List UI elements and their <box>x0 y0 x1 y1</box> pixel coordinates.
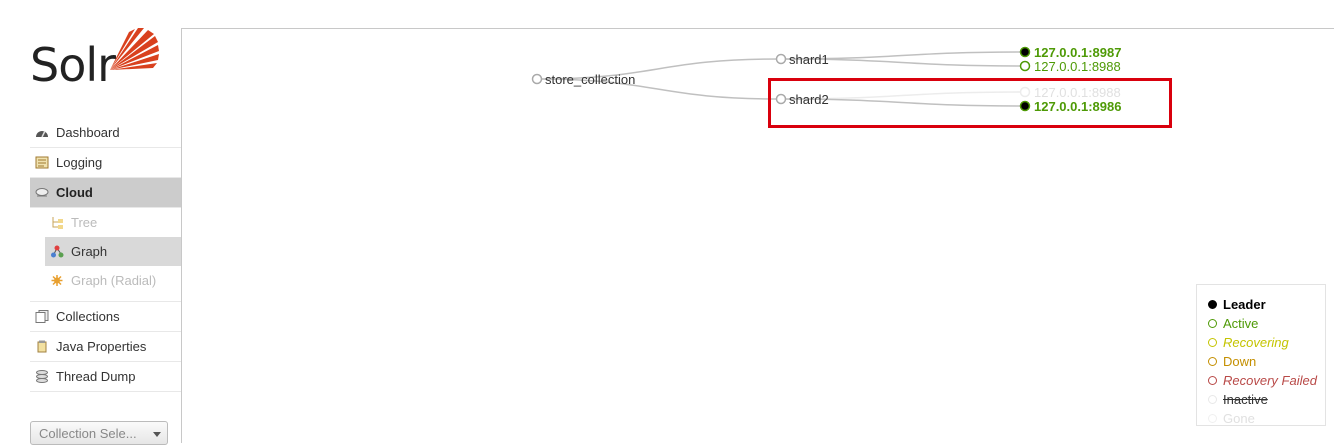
node-replica-leader[interactable]: 127.0.0.1:8986 <box>1019 99 1122 114</box>
tree-icon <box>52 217 63 229</box>
subnav-item-graph-radial[interactable]: Graph (Radial) <box>45 266 181 295</box>
recovering-dot-icon <box>1208 338 1217 347</box>
dashboard-icon <box>36 130 48 138</box>
nav-label-logging: Logging <box>56 155 103 170</box>
node-circle <box>1019 100 1031 112</box>
node-shard1-label: shard1 <box>789 52 829 67</box>
node-replica-active[interactable]: 127.0.0.1:8988 <box>1019 59 1121 74</box>
legend-label: Leader <box>1223 297 1266 312</box>
nav-item-dashboard[interactable]: Dashboard <box>30 118 181 148</box>
recovery-failed-dot-icon <box>1208 376 1217 385</box>
graph-radial-icon <box>51 275 63 286</box>
legend-item-inactive: Inactive <box>1207 390 1268 409</box>
cloud-icon <box>35 188 49 197</box>
node-replica-label: 127.0.0.1:8986 <box>1034 99 1121 114</box>
legend-item-down: Down <box>1207 352 1256 371</box>
collection-selector-text: Collection Sele... <box>39 426 137 441</box>
node-circle <box>775 53 787 65</box>
thread-dump-icon <box>36 370 48 383</box>
highlight-box <box>768 78 1172 128</box>
node-replica-label: 127.0.0.1:8987 <box>1034 45 1121 60</box>
legend-item-active: Active <box>1207 314 1258 333</box>
node-shard2[interactable]: shard2 <box>775 92 829 107</box>
node-circle <box>1019 46 1031 58</box>
inactive-dot-icon <box>1208 395 1217 404</box>
subnav-label-graph-radial: Graph (Radial) <box>71 273 157 288</box>
main-nav: Dashboard Logging Cloud Tree <box>30 118 181 392</box>
nav-label-cloud: Cloud <box>56 185 93 200</box>
node-replica-label: 127.0.0.1:8988 <box>1034 85 1121 100</box>
node-collection-label: store_collection <box>545 72 635 87</box>
node-shard2-label: shard2 <box>789 92 829 107</box>
legend-label: Inactive <box>1223 392 1268 407</box>
link-shard1-replica2 <box>781 58 1026 67</box>
link-collection-shard1 <box>536 58 781 80</box>
nav-label-java-properties: Java Properties <box>56 339 147 354</box>
link-shard2-replica2 <box>781 98 1026 107</box>
leader-dot-icon <box>1208 300 1217 309</box>
nav-divider <box>30 295 181 302</box>
legend-item-recovering: Recovering <box>1207 333 1289 352</box>
node-replica-label: 127.0.0.1:8988 <box>1034 59 1121 74</box>
down-dot-icon <box>1208 357 1217 366</box>
solr-logo[interactable]: Solr <box>28 28 168 98</box>
nav-item-logging[interactable]: Logging <box>30 148 181 178</box>
java-properties-icon <box>37 340 47 353</box>
node-replica-gone[interactable]: 127.0.0.1:8988 <box>1019 85 1121 100</box>
link-collection-shard2 <box>536 78 781 100</box>
subnav-label-tree: Tree <box>71 215 98 230</box>
collections-icon <box>35 310 49 323</box>
cloud-subnav: Tree Graph Graph (Radial) <box>30 208 181 295</box>
legend-item-recovery-failed: Recovery Failed <box>1207 371 1317 390</box>
legend-label: Recovery Failed <box>1223 373 1317 388</box>
logging-icon <box>35 156 49 169</box>
legend-item-gone: Gone <box>1207 409 1255 428</box>
legend-label: Active <box>1223 316 1259 331</box>
node-circle <box>531 73 543 85</box>
node-circle <box>775 93 787 105</box>
legend-label: Gone <box>1223 411 1255 426</box>
node-circle <box>1019 60 1031 72</box>
legend-label: Recovering <box>1223 335 1289 350</box>
subnav-item-graph[interactable]: Graph <box>45 237 181 266</box>
nav-label-collections: Collections <box>56 309 120 324</box>
nav-item-java-properties[interactable]: Java Properties <box>30 332 181 362</box>
subnav-label-graph: Graph <box>71 244 108 259</box>
node-replica-leader[interactable]: 127.0.0.1:8987 <box>1019 45 1122 60</box>
collection-selector[interactable]: Collection Sele... <box>30 421 168 445</box>
active-dot-icon <box>1208 319 1217 328</box>
cloud-graph-panel: store_collection shard1 shard2 127.0.0.1… <box>181 28 1334 443</box>
legend-label: Down <box>1223 354 1257 369</box>
node-collection[interactable]: store_collection <box>531 72 636 87</box>
logo-text: Solr <box>30 38 116 92</box>
nav-item-collections[interactable]: Collections <box>30 302 181 332</box>
node-circle <box>1019 86 1031 98</box>
graph-icon <box>51 245 64 258</box>
node-shard1[interactable]: shard1 <box>775 52 829 67</box>
graph-legend: Leader Active Recovering Down Recovery F… <box>1196 284 1326 426</box>
nav-label-thread-dump: Thread Dump <box>56 369 136 384</box>
nav-label-dashboard: Dashboard <box>56 125 120 140</box>
nav-item-thread-dump[interactable]: Thread Dump <box>30 362 181 392</box>
nav-item-cloud[interactable]: Cloud <box>30 178 181 208</box>
gone-dot-icon <box>1208 414 1217 423</box>
chevron-down-icon <box>153 432 161 437</box>
sidebar: Solr Dashboard Logging <box>0 0 181 445</box>
solr-sun-icon <box>110 28 159 70</box>
graph-links <box>536 51 1026 107</box>
cloud-graph: store_collection shard1 shard2 127.0.0.1… <box>531 45 1122 114</box>
subnav-item-tree[interactable]: Tree <box>45 208 181 237</box>
legend-item-leader: Leader <box>1207 295 1266 314</box>
